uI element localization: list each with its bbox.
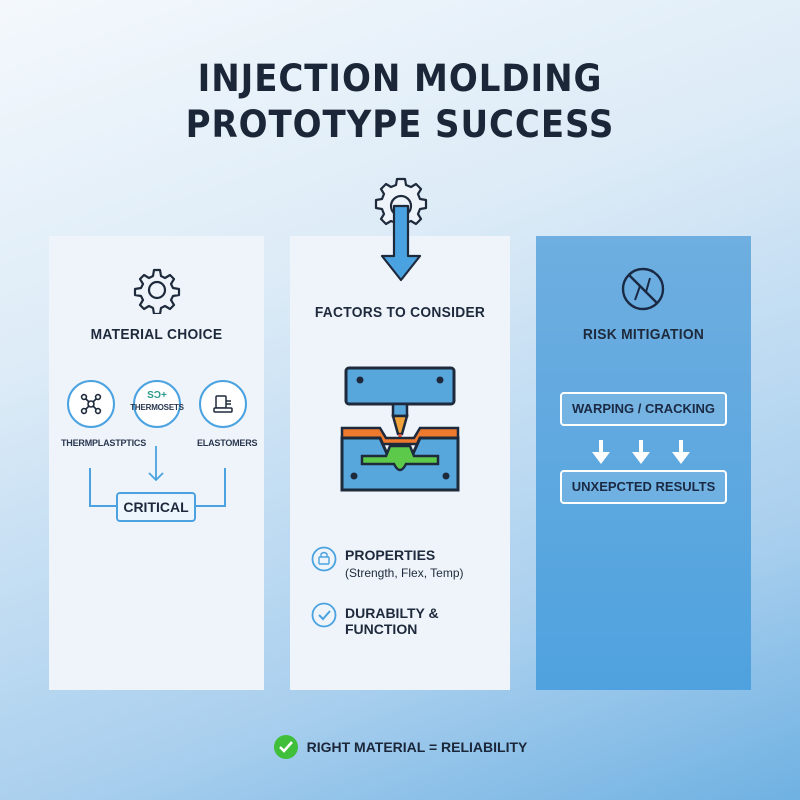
risk-heading: RISK MITIGATION xyxy=(582,326,705,343)
properties-label: PROPERTIES xyxy=(345,547,436,563)
no-crack-icon xyxy=(621,267,665,311)
material-choice-heading: MATERIAL CHOICE xyxy=(90,326,223,343)
factors-panel: FACTORS TO CONSIDER PROPERTIES (Strength… xyxy=(290,236,510,690)
mold-diagram-icon xyxy=(340,366,460,492)
critical-box: CRITICAL xyxy=(116,492,196,522)
factors-heading: FACTORS TO CONSIDER xyxy=(314,304,486,321)
unexpected-results-box: UNXEPCTED RESULTS xyxy=(560,470,727,504)
right-connector xyxy=(224,468,226,507)
thermosets-label: THERMOSETS xyxy=(130,403,184,412)
gear-arrow-icon xyxy=(374,177,428,282)
down-arrow-icon xyxy=(148,446,164,482)
molecule-icon xyxy=(80,393,102,415)
elastomers-circle xyxy=(199,380,247,428)
elastomers-label: ELASTOMERS xyxy=(197,438,258,448)
risk-mitigation-panel: RISK MITIGATION WARPING / CRACKING UNXEP… xyxy=(536,236,751,690)
left-connector-h xyxy=(89,505,117,507)
material-choice-panel: MATERIAL CHOICE SƆ+ THERMOSETS THERMPLAS… xyxy=(49,236,264,690)
footer-text: RIGHT MATERIAL = RELIABILITY xyxy=(306,739,528,755)
thermoplastics-circle xyxy=(67,380,115,428)
right-connector-h xyxy=(195,505,226,507)
down-arrows-icon xyxy=(592,440,690,464)
footer: RIGHT MATERIAL = RELIABILITY xyxy=(0,734,800,760)
thermoset-icon: SƆ+ xyxy=(147,390,167,401)
title-line-1: INJECTION MOLDING xyxy=(197,57,603,100)
gear-icon xyxy=(133,268,181,314)
elastomer-icon xyxy=(213,395,233,413)
warping-cracking-box: WARPING / CRACKING xyxy=(560,392,727,426)
thermosets-circle: SƆ+ xyxy=(133,380,181,428)
success-check-icon xyxy=(273,735,298,759)
page-title: INJECTION MOLDING PROTOTYPE SUCCESS xyxy=(32,56,768,148)
thermoplastics-label: THERMPLASTPTICS xyxy=(61,438,147,448)
properties-detail: (Strength, Flex, Temp) xyxy=(345,566,464,580)
durability-label: DURABILTY & FUNCTION xyxy=(345,605,439,637)
check-circle-icon xyxy=(311,602,337,628)
properties-icon xyxy=(311,546,337,572)
left-connector xyxy=(89,468,91,507)
title-line-2: PROTOTYPE SUCCESS xyxy=(185,103,615,146)
